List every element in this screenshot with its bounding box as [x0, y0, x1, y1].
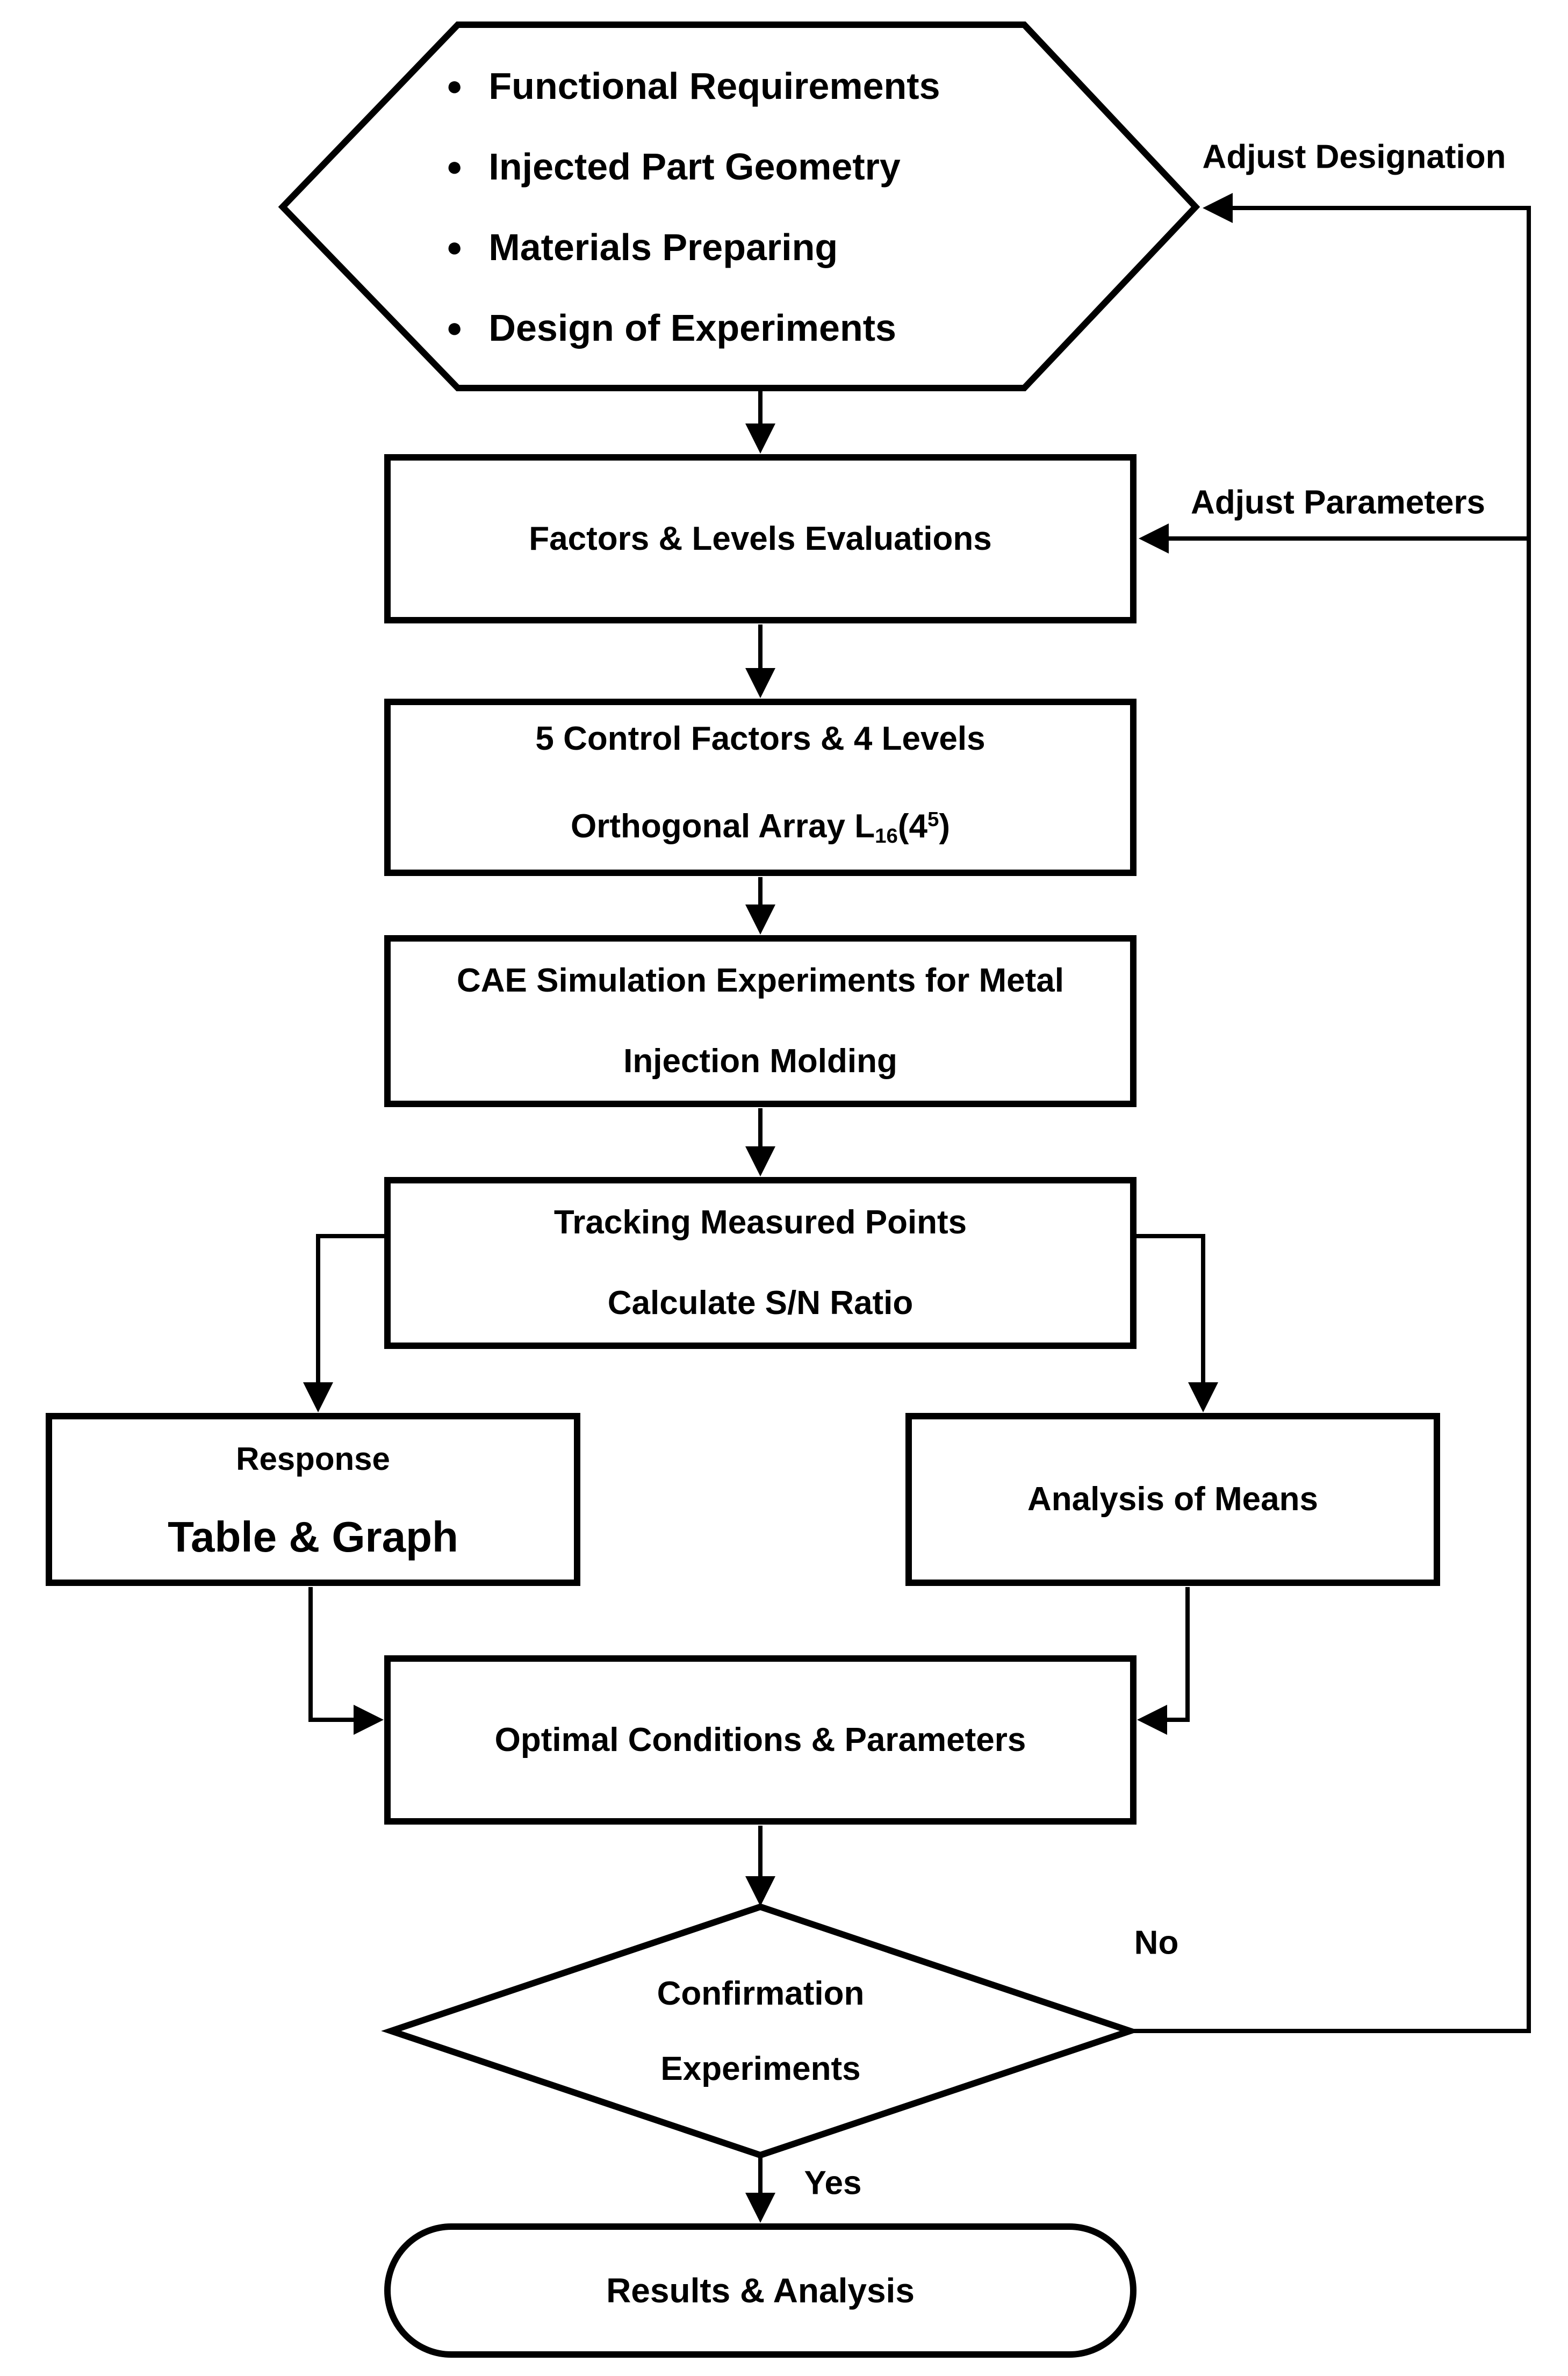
- confirmation-line1: Confirmation: [657, 1975, 865, 2012]
- orthogonal-line2: Orthogonal Array L16(45): [570, 807, 950, 848]
- response-line1: Response: [236, 1441, 390, 1477]
- adjust-designation-label: Adjust Designation: [1202, 138, 1506, 176]
- diamond-shape: [381, 1903, 1140, 2159]
- factors-levels-box: Factors & Levels Evaluations: [384, 454, 1137, 623]
- hexagon-item-label: Design of Experiments: [488, 307, 896, 349]
- arrow-tracking-to-response: [303, 1234, 385, 1412]
- analysis-of-means-box: Analysis of Means: [905, 1413, 1440, 1586]
- tracking-line2: Calculate S/N Ratio: [607, 1284, 914, 1322]
- hexagon-item: ● Functional Requirements: [446, 64, 1069, 107]
- tracking-points-box: Tracking Measured Points Calculate S/N R…: [384, 1177, 1137, 1349]
- response-table-graph-box: Response Table & Graph: [46, 1413, 580, 1586]
- optimal-conditions-label: Optimal Conditions & Parameters: [494, 1721, 1026, 1758]
- analysis-of-means-label: Analysis of Means: [1027, 1481, 1318, 1518]
- yes-branch-label: Yes: [804, 2164, 862, 2202]
- arrow-response-to-optimal: [308, 1587, 384, 1735]
- orthogonal-subscript: 16: [875, 824, 898, 848]
- no-branch-label: No: [1134, 1924, 1179, 1962]
- confirmation-line2: Experiments: [660, 2050, 861, 2087]
- factors-levels-label: Factors & Levels Evaluations: [529, 520, 992, 557]
- optimal-conditions-box: Optimal Conditions & Parameters: [384, 1655, 1137, 1825]
- arrow-anom-to-optimal: [1137, 1587, 1190, 1735]
- feedback-no-line-to-adjust-designation: [1131, 193, 1531, 2033]
- bullet-icon: ●: [446, 312, 463, 343]
- hexagon-item: ● Injected Part Geometry: [446, 145, 1069, 188]
- orthogonal-array-box: 5 Control Factors & 4 Levels Orthogonal …: [384, 699, 1137, 876]
- hexagon-item-label: Materials Preparing: [488, 226, 838, 268]
- cae-line1: CAE Simulation Experiments for Metal: [457, 962, 1064, 999]
- hexagon-content: ● Functional Requirements ● Injected Par…: [446, 64, 1069, 349]
- hexagon-item: ● Design of Experiments: [446, 306, 1069, 349]
- adjust-parameters-label: Adjust Parameters: [1191, 484, 1485, 521]
- bullet-icon: ●: [446, 70, 463, 102]
- tracking-line1: Tracking Measured Points: [553, 1204, 967, 1241]
- orthogonal-superscript: 5: [927, 807, 939, 831]
- bullet-icon: ●: [446, 232, 463, 263]
- hexagon-shape: [278, 21, 1200, 391]
- hexagon-item-label: Injected Part Geometry: [488, 146, 901, 188]
- orthogonal-line1: 5 Control Factors & 4 Levels: [535, 720, 986, 757]
- results-analysis-label: Results & Analysis: [606, 2271, 915, 2310]
- hexagon-item: ● Materials Preparing: [446, 226, 1069, 269]
- response-line2: Table & Graph: [168, 1513, 458, 1561]
- bullet-icon: ●: [446, 151, 463, 182]
- cae-simulation-box: CAE Simulation Experiments for Metal Inj…: [384, 935, 1137, 1107]
- arrow-tracking-to-anom: [1135, 1234, 1218, 1412]
- results-analysis-terminator: Results & Analysis: [384, 2223, 1137, 2358]
- confirmation-diamond-text: Confirmation Experiments: [391, 1913, 1130, 2150]
- cae-line2: Injection Molding: [623, 1043, 897, 1080]
- hexagon-item-label: Functional Requirements: [488, 65, 940, 107]
